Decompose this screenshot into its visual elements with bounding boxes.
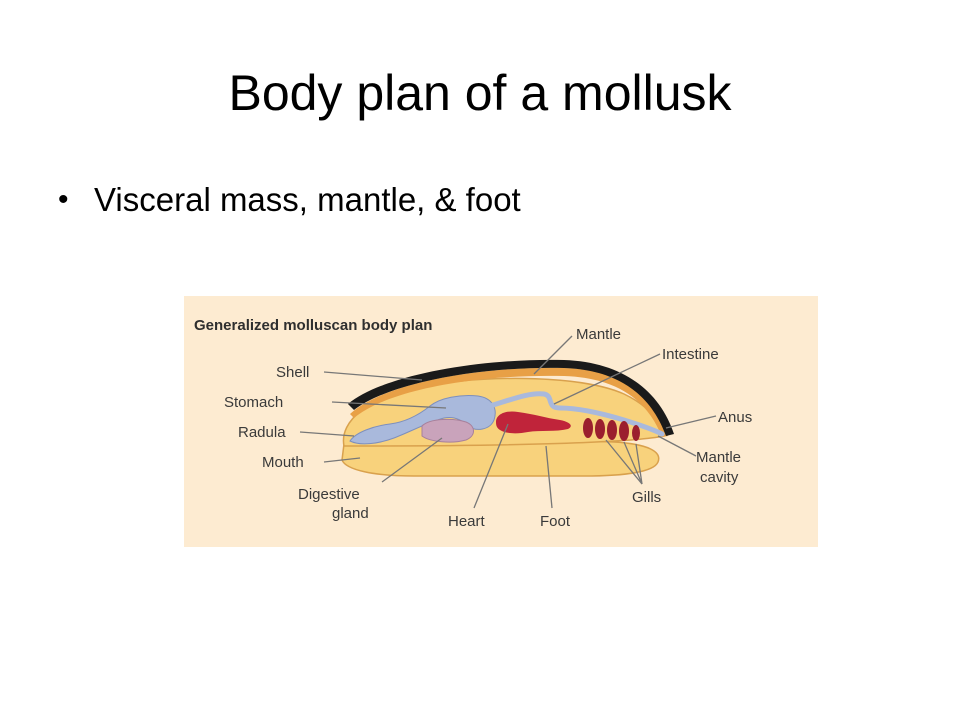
label-anus: Anus	[718, 409, 752, 426]
shell-shape	[348, 359, 674, 436]
heart-shape	[496, 411, 571, 434]
gills-shape	[583, 418, 640, 441]
intestine-shape	[487, 391, 665, 437]
digestive-gland-shape	[421, 418, 474, 443]
leader-lines	[299, 335, 717, 509]
label-shell: Shell	[276, 364, 309, 381]
digestive-tract-shape	[349, 395, 496, 445]
label-gills: Gills	[632, 489, 661, 506]
mollusk-diagram: Generalized molluscan body plan	[184, 296, 818, 547]
label-heart: Heart	[448, 513, 486, 530]
bullet-list: • Visceral mass, mantle, & foot	[58, 172, 918, 228]
mollusk-diagram-svg: Generalized molluscan body plan	[184, 296, 818, 547]
slide-title: Body plan of a mollusk	[228, 65, 732, 121]
label-radula: Radula	[238, 424, 286, 441]
label-digestive-gland-2: gland	[332, 505, 369, 522]
bullet-dot-icon: •	[58, 183, 69, 216]
bullet-text: Visceral mass, mantle, & foot	[94, 181, 521, 218]
label-mouth: Mouth	[262, 454, 304, 471]
bullet-item: • Visceral mass, mantle, & foot	[58, 172, 918, 228]
label-digestive-gland-1: Digestive	[298, 486, 360, 503]
diagram-title: Generalized molluscan body plan	[194, 317, 432, 334]
label-foot: Foot	[540, 513, 571, 530]
label-mantle-cavity-2: cavity	[700, 469, 739, 486]
label-stomach: Stomach	[224, 394, 283, 411]
label-intestine: Intestine	[662, 346, 719, 363]
mantle-shape	[350, 367, 668, 437]
label-mantle-cavity-1: Mantle	[696, 449, 741, 466]
label-mantle: Mantle	[576, 326, 621, 343]
